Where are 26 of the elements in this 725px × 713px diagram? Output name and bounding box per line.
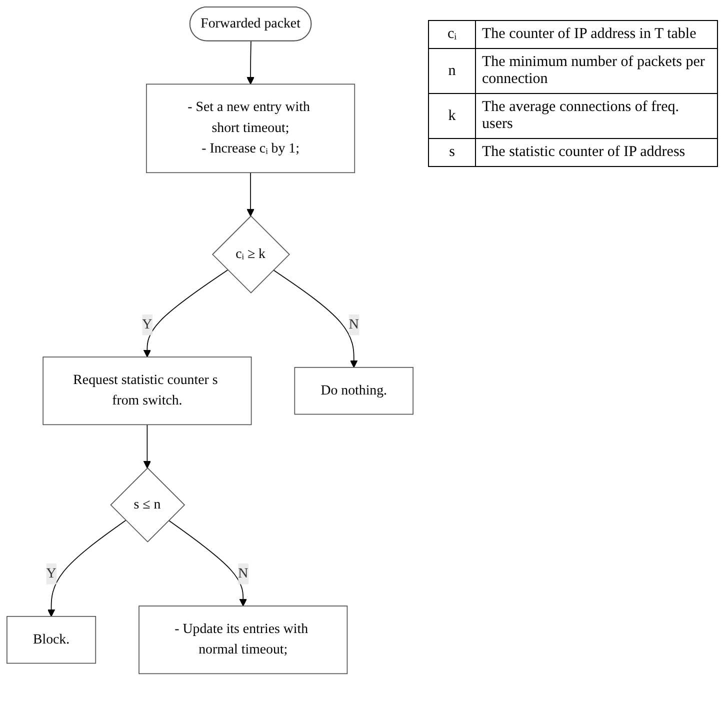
arrow (272, 270, 358, 368)
node-box: Do nothing. (294, 366, 414, 415)
node-diamond: cᵢ ≥ k (212, 215, 290, 294)
arrow (47, 520, 126, 617)
node-box: - Set a new entry with short timeout; - Increase cᵢ by 1; (146, 84, 356, 174)
symbol-cell: n (428, 48, 476, 94)
arrow (246, 40, 254, 84)
arrow (168, 520, 247, 606)
edge-label: Y (46, 566, 56, 581)
symbol-cell: s (428, 138, 476, 166)
edge-label: N (238, 566, 248, 581)
symbol-cell: k (428, 94, 476, 138)
description-cell: The counter of IP address in T table (476, 20, 718, 48)
description-cell: The minimum number of packets per connection (476, 48, 718, 94)
arrow (143, 424, 151, 468)
symbol-cell: cᵢ (428, 20, 476, 48)
node-box: Request statistic counter s from switch. (42, 356, 252, 426)
node-diamond: s ≤ n (110, 467, 186, 542)
node-box: - Update its entries with normal timeout; (138, 606, 348, 674)
arrow (246, 172, 254, 216)
edge-label: Y (142, 317, 152, 332)
description-cell: The statistic counter of IP address (476, 138, 718, 166)
description-cell: The average connections of freq. users (476, 94, 718, 138)
arrow (143, 270, 228, 358)
node-box: Block. (6, 616, 96, 664)
edge-label: N (348, 317, 359, 332)
